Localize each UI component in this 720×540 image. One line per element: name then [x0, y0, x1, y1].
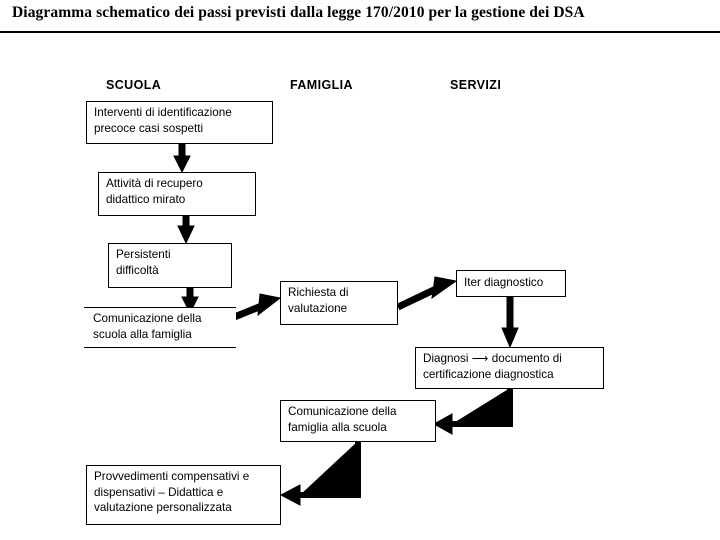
connector-interventi-to-attivita	[173, 143, 191, 174]
connector-comunicazione-famiglia-to-provvedimenti	[279, 441, 361, 506]
title-divider	[0, 31, 720, 33]
connector-richiesta-to-iter	[396, 276, 458, 311]
node-iter-diagnostico[interactable]: Iter diagnostico	[456, 270, 566, 297]
node-diagnosi-certificazione[interactable]: Diagnosi ⟶ documento di certificazione d…	[415, 347, 604, 389]
node-attivita[interactable]: Attività di recupero didattico mirato	[98, 172, 256, 216]
connector-iter-to-diagnosi	[501, 296, 519, 349]
node-provvedimenti[interactable]: Provvedimenti compensativi e dispensativ…	[86, 465, 281, 525]
node-persistenti[interactable]: Persistenti difficoltà	[108, 243, 232, 288]
node-interventi[interactable]: Interventi di identificazione precoce ca…	[86, 101, 273, 144]
node-comunicazione-famiglia-scuola[interactable]: Comunicazione della famiglia alla scuola	[280, 400, 436, 442]
column-header-scuola: SCUOLA	[106, 78, 162, 92]
column-header-servizi: SERVIZI	[450, 78, 502, 92]
node-comunicazione-scuola-famiglia[interactable]: Comunicazione della scuola alla famiglia	[84, 307, 236, 348]
title-bar: Diagramma schematico dei passi previsti …	[0, 0, 720, 34]
node-richiesta-valutazione[interactable]: Richiesta di valutazione	[280, 281, 398, 325]
column-header-famiglia: FAMIGLIA	[290, 78, 353, 92]
connector-diagnosi-to-comunicazione-famiglia	[432, 388, 513, 435]
page-title: Diagramma schematico dei passi previsti …	[12, 4, 585, 21]
connector-attivita-to-persistenti	[177, 215, 195, 245]
